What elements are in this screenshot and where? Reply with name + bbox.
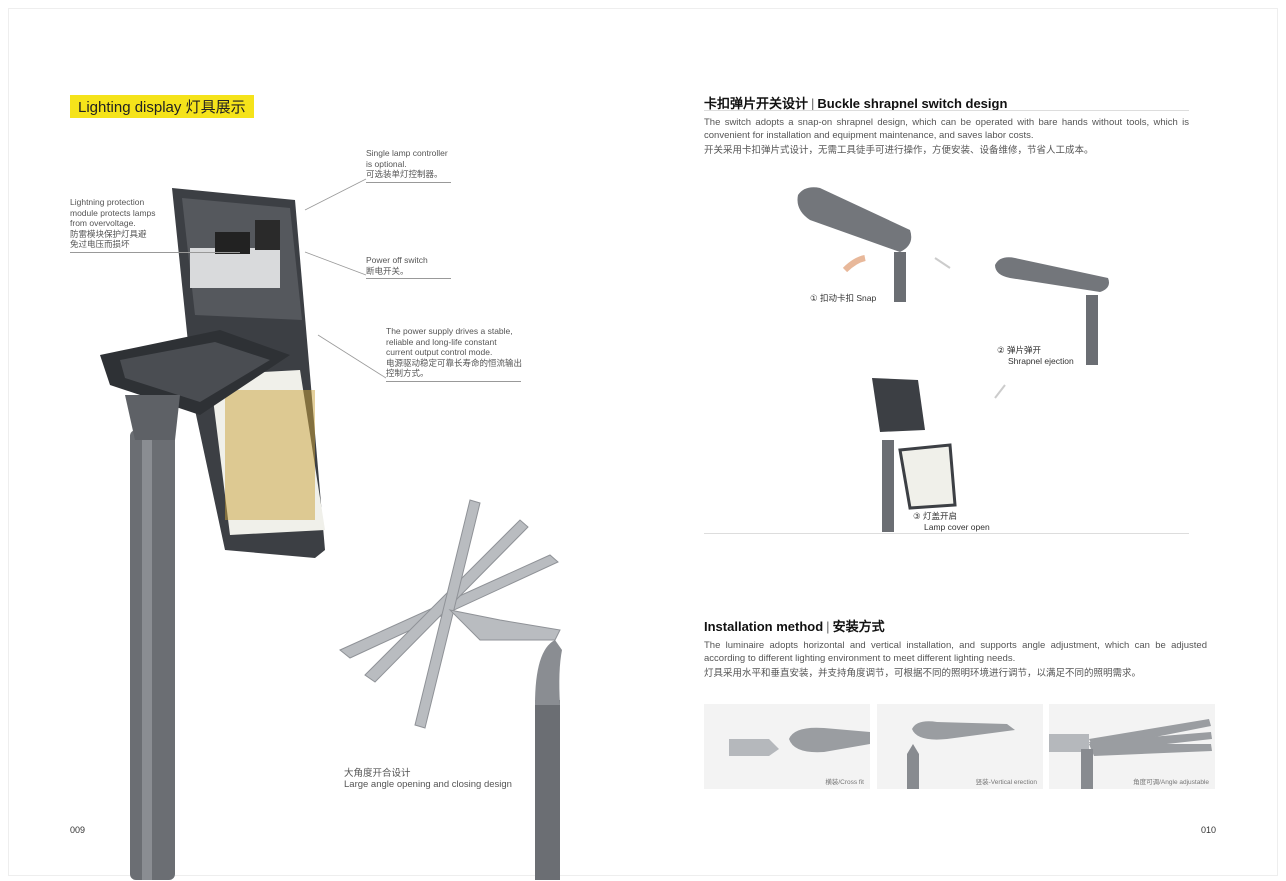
- callout-text: reliable and long-life constant: [386, 336, 497, 347]
- page-number-left: 009: [70, 825, 86, 835]
- callout-text: 电源驱动稳定可靠长寿命的恒流输出: [386, 357, 523, 368]
- title-separator: |: [811, 96, 815, 111]
- caption-cn: 大角度开合设计: [344, 768, 411, 779]
- callout-text: is optional.: [366, 158, 407, 169]
- step-text: Lamp cover open: [924, 521, 990, 532]
- step-1-label: ① 扣动卡扣 Snap: [810, 293, 876, 304]
- lamp-open-illustration: [100, 188, 325, 880]
- callout-text: from overvoltage.: [70, 218, 136, 228]
- install-image-cross-fit: 横装/Cross fit: [704, 704, 870, 789]
- callout-text: current output control mode.: [386, 347, 493, 357]
- callout-text: 断电开关。: [366, 266, 451, 279]
- step-text: Shrapnel ejection: [1008, 355, 1074, 366]
- image-caption: 横装/Cross fit: [825, 779, 864, 786]
- callout-text: 防雷模块保护灯具避: [70, 228, 147, 239]
- buckle-desc-cn: 开关采用卡扣弹片式设计，无需工具徒手可进行操作，方便安装、设备维修，节省人工成本…: [704, 145, 1094, 156]
- angle-caption: 大角度开合设计 Large angle opening and closing …: [344, 768, 512, 790]
- step-text: ② 弹片弹开: [997, 345, 1041, 355]
- image-caption: 角度可调/Angle adjustable: [1133, 779, 1209, 786]
- page-number-right: 010: [1201, 825, 1217, 835]
- install-image-vertical: 竖装-Vertical erection: [877, 704, 1043, 789]
- install-image-angle: 角度可调/Angle adjustable: [1049, 704, 1215, 789]
- callout-text: 控制方式。: [386, 368, 521, 382]
- install-title: Installation method|安装方式: [704, 616, 885, 635]
- callout-switch: Power off switch 断电开关。: [366, 255, 451, 279]
- buckle-steps-illustration: [797, 187, 1109, 532]
- title-cn: 卡扣弹片开关设计: [704, 96, 809, 111]
- callout-text: 免过电压而损坏: [70, 239, 240, 253]
- page-frame: [8, 8, 1278, 876]
- install-desc-en: The luminaire adopts horizontal and vert…: [704, 640, 1207, 664]
- buckle-title: 卡扣弹片开关设计|Buckle shrapnel switch design: [704, 93, 1007, 112]
- callout-text: 可选装单灯控制器。: [366, 169, 451, 183]
- caption-en: Large angle opening and closing design: [344, 779, 512, 790]
- divider: [704, 533, 1189, 534]
- divider: [704, 110, 1189, 111]
- step-text: ① 扣动卡扣 Snap: [810, 293, 877, 303]
- callout-text: Lightning protection: [70, 197, 145, 207]
- callout-power: The power supply drives a stable, reliab…: [386, 326, 522, 382]
- section-tag: Lighting display 灯具展示: [70, 95, 254, 118]
- install-desc-cn: 灯具采用水平和垂直安装，并支持角度调节，可根据不同的照明环境进行调节，以满足不同…: [704, 668, 1142, 679]
- lamp-angle-illustration: [339, 499, 562, 880]
- image-caption: 竖装-Vertical erection: [975, 779, 1037, 786]
- callout-text: The power supply drives a stable,: [386, 326, 513, 336]
- callout-controller: Single lamp controller is optional. 可选装单…: [366, 148, 451, 183]
- title-en: Installation method: [704, 619, 824, 634]
- step-text: ③ 灯盖开启: [913, 511, 957, 521]
- buckle-desc-en: The switch adopts a snap-on shrapnel des…: [704, 117, 1189, 141]
- title-separator: |: [826, 619, 830, 634]
- callout-text: Single lamp controller: [366, 148, 448, 158]
- callout-text: module protects lamps: [70, 207, 156, 218]
- title-cn: 安装方式: [832, 619, 885, 634]
- callout-lightning: Lightning protection module protects lam…: [70, 197, 240, 253]
- title-en: Buckle shrapnel switch design: [817, 96, 1008, 111]
- callout-leader-lines: [304, 178, 387, 379]
- callout-text: Power off switch: [366, 255, 428, 265]
